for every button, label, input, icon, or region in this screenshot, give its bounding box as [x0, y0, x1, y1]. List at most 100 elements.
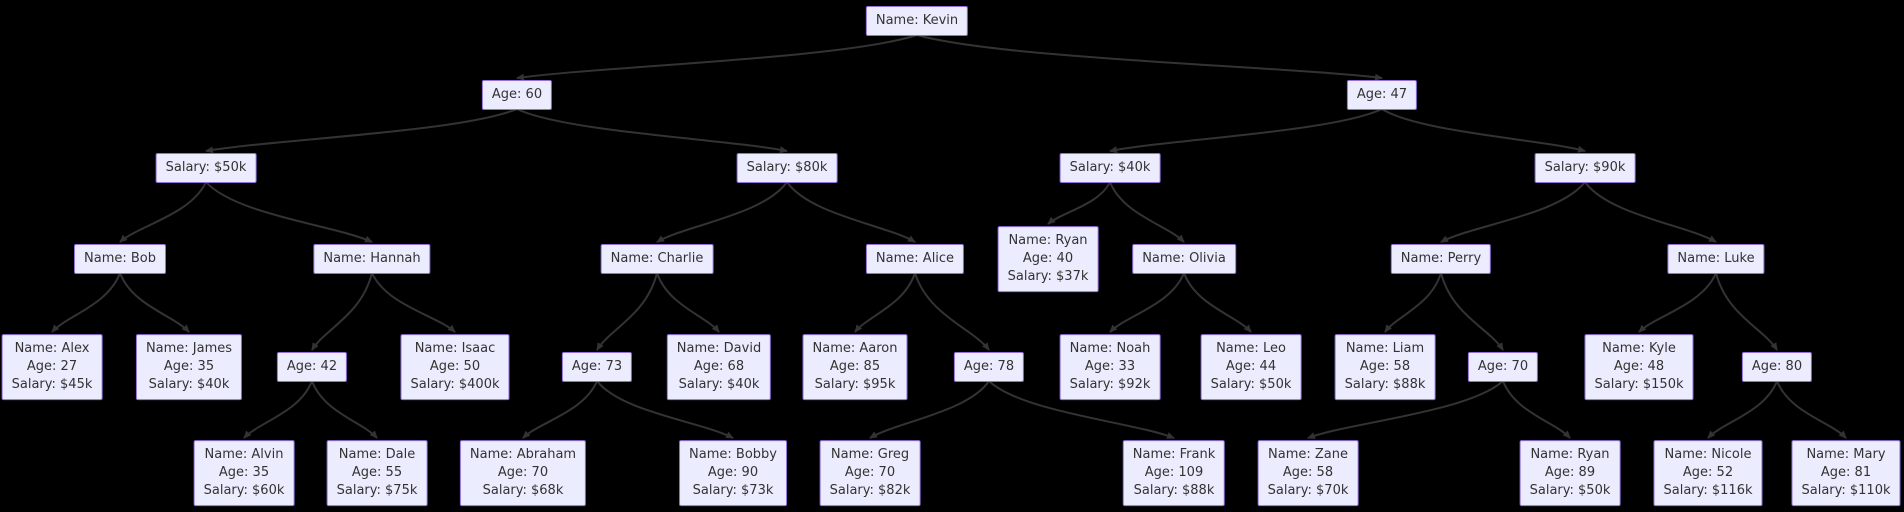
node-label-line: Name: Greg	[830, 447, 910, 463]
tree-edge-luke-age80	[1715, 272, 1778, 351]
tree-node-kevin: Name: Kevin	[865, 6, 969, 36]
tree-edge-s90-perry	[1440, 181, 1586, 243]
node-label-line: Name: Alvin	[204, 447, 284, 463]
tree-edge-luke-kyle	[1638, 272, 1717, 333]
node-label-line: Salary: $82k	[829, 482, 911, 498]
node-label-line: Salary: $50k	[165, 160, 247, 176]
node-label-line: Name: Hannah	[323, 251, 421, 267]
node-label-line: Name: Bobby	[689, 447, 777, 463]
tree-node-charlie: Name: Charlie	[600, 244, 714, 274]
tree-edge-s40-ryan40	[1047, 181, 1111, 225]
tree-node-olivia: Name: Olivia	[1132, 244, 1236, 274]
node-label-line: Age: 42	[286, 359, 338, 375]
node-label-line: Salary: $50k	[1529, 482, 1611, 498]
node-label-line: Age: 50	[429, 359, 481, 375]
tree-node-hannah: Name: Hannah	[313, 244, 431, 274]
node-label-line: Age: 78	[963, 359, 1015, 375]
node-label-line: Salary: $88k	[1344, 376, 1426, 392]
tree-node-age73: Age: 73	[561, 352, 633, 382]
node-label-line: Age: 90	[707, 465, 759, 481]
tree-edge-age80-nicole	[1707, 380, 1778, 439]
tree-edge-alice-aaron	[854, 272, 916, 333]
node-label-line: Age: 70	[497, 465, 549, 481]
node-label-line: Name: Luke	[1677, 251, 1755, 267]
tree-edge-age80-mary	[1776, 380, 1847, 439]
node-label-line: Name: Kevin	[875, 13, 959, 29]
node-label-line: Salary: $73k	[692, 482, 774, 498]
node-label-line: Name: Ryan	[1008, 233, 1088, 249]
tree-edge-charlie-david	[656, 272, 720, 333]
tree-node-luke: Name: Luke	[1667, 244, 1765, 274]
node-label-line: Age: 58	[1359, 359, 1411, 375]
node-label-line: Salary: $88k	[1133, 482, 1215, 498]
node-label-line: Name: Perry	[1400, 251, 1482, 267]
node-label-line: Age: 89	[1544, 465, 1596, 481]
tree-edge-alice-age78	[914, 272, 990, 351]
node-label-line: Age: 80	[1751, 359, 1803, 375]
node-label-line: Salary: $110k	[1801, 482, 1891, 498]
tree-edge-perry-age70	[1440, 272, 1504, 351]
node-label-line: Age: 35	[218, 465, 270, 481]
node-label-line: Salary: $68k	[482, 482, 564, 498]
tree-edge-age47-s40	[1109, 108, 1383, 154]
tree-node-s50: Salary: $50k	[155, 153, 257, 183]
tree-node-s80: Salary: $80k	[736, 153, 838, 183]
node-label-line: Name: Alex	[14, 341, 90, 357]
node-label-line: Age: 33	[1084, 359, 1136, 375]
node-label-line: Age: 52	[1682, 465, 1734, 481]
tree-node-age60: Age: 60	[481, 80, 553, 110]
tree-node-s40: Salary: $40k	[1059, 153, 1161, 183]
tree-node-age80: Age: 80	[1741, 352, 1813, 382]
tree-node-bob: Name: Bob	[74, 244, 166, 274]
tree-edge-hannah-age42	[311, 272, 373, 351]
tree-edge-kevin-age60	[516, 34, 918, 81]
node-label-line: Salary: $116k	[1663, 482, 1753, 498]
node-label-line: Salary: $92k	[1069, 376, 1151, 392]
node-label-line: Salary: $150k	[1594, 376, 1684, 392]
node-label-line: Name: David	[676, 341, 762, 357]
node-label-line: Salary: $45k	[11, 376, 93, 392]
node-label-line: Salary: $70k	[1267, 482, 1349, 498]
node-label-line: Salary: $90k	[1544, 160, 1626, 176]
tree-edge-kevin-age47	[916, 34, 1383, 81]
tree-edge-bob-alex	[51, 272, 121, 333]
node-label-line: Name: Noah	[1069, 341, 1151, 357]
node-label-line: Name: Aaron	[812, 341, 898, 357]
node-label-line: Age: 85	[829, 359, 881, 375]
node-label-line: Name: Ryan	[1530, 447, 1610, 463]
tree-edge-age73-abraham	[522, 380, 598, 439]
node-label-line: Age: 58	[1282, 465, 1334, 481]
tree-edge-hannah-isaac	[371, 272, 456, 333]
node-label-line: Salary: $95k	[814, 376, 896, 392]
node-label-line: Age: 60	[491, 87, 543, 103]
node-label-line: Age: 73	[571, 359, 623, 375]
node-label-line: Age: 68	[693, 359, 745, 375]
node-label-line: Salary: $75k	[336, 482, 418, 498]
node-label-line: Name: Frank	[1132, 447, 1216, 463]
tree-edge-age70-ryan89	[1502, 380, 1571, 439]
node-label-line: Name: Alice	[875, 251, 955, 267]
tree-edge-charlie-age73	[596, 272, 658, 351]
tree-edge-perry-liam	[1384, 272, 1442, 333]
node-label-line: Name: Charlie	[610, 251, 704, 267]
tree-edge-age42-dale	[311, 380, 378, 439]
node-label-line: Salary: $40k	[148, 376, 230, 392]
node-label-line: Age: 35	[163, 359, 215, 375]
node-label-line: Name: Dale	[338, 447, 416, 463]
tree-edge-age47-s90	[1381, 108, 1586, 153]
